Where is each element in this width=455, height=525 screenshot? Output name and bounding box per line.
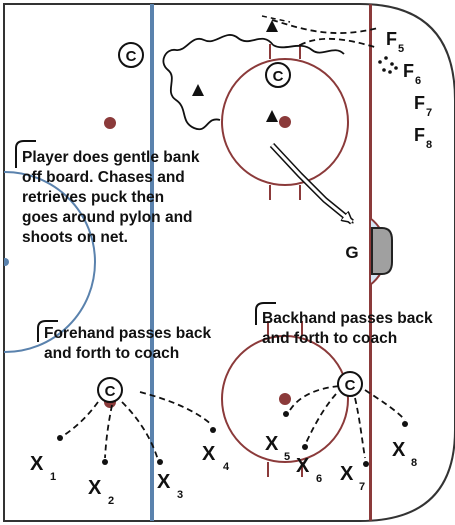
player-x6: X 6 [296, 455, 322, 485]
pylon-icon [266, 20, 278, 32]
pass-lines-bottom [59, 385, 406, 461]
svg-text:F: F [386, 29, 397, 49]
player-x8: X 8 [392, 439, 417, 469]
svg-text:C: C [105, 383, 116, 400]
svg-text:8: 8 [411, 457, 417, 469]
svg-text:C: C [126, 48, 137, 65]
coach-icon: C [265, 62, 291, 88]
svg-text:X: X [296, 455, 310, 477]
forward-f6: F 6 [403, 61, 421, 87]
svg-text:X: X [202, 443, 216, 465]
svg-text:F: F [403, 61, 414, 81]
faceoff-circle-bottom [221, 335, 349, 463]
svg-text:2: 2 [108, 495, 114, 507]
player-x3: X 3 [157, 471, 183, 501]
skating-path-2 [272, 44, 345, 55]
svg-text:X: X [265, 433, 279, 455]
coach-icon: C [118, 42, 144, 68]
svg-text:6: 6 [316, 473, 322, 485]
forward-f8: F 8 [414, 125, 432, 151]
faceoff-circle-top [221, 58, 349, 186]
player-drill-note: Player does gentle bank off board. Chase… [22, 149, 200, 246]
forward-f5: F 5 [386, 29, 404, 55]
svg-text:F: F [414, 125, 425, 145]
pylon-dash [261, 15, 291, 23]
pylon-icon [266, 110, 278, 122]
forward-f7: F 7 [414, 93, 432, 119]
svg-text:F: F [414, 93, 425, 113]
svg-text:X: X [30, 453, 44, 475]
svg-text:X: X [340, 463, 354, 485]
goal-net [371, 227, 393, 275]
note-bracket [255, 302, 276, 325]
blue-line [150, 4, 154, 521]
center-dot [4, 258, 9, 266]
pylon-icon [192, 84, 204, 96]
backhand-note: Backhand passes back and forth to coach [262, 310, 433, 347]
svg-text:C: C [345, 377, 356, 394]
skating-path [162, 34, 274, 131]
coach-icon: C [97, 377, 123, 403]
center-circle [4, 171, 96, 353]
dashed-line-f5 [299, 37, 379, 49]
dashed-line-top [271, 19, 379, 34]
player-x4: X 4 [202, 443, 230, 473]
svg-text:C: C [273, 68, 284, 85]
player-x2: X 2 [88, 477, 114, 507]
faceoff-dot-bottom [279, 393, 291, 405]
svg-text:X: X [392, 439, 406, 461]
svg-text:1: 1 [50, 471, 56, 483]
puck-dots-bottom [57, 411, 408, 467]
svg-text:3: 3 [177, 489, 183, 501]
svg-text:8: 8 [426, 139, 432, 151]
forehand-note: Forehand passes back and forth to coach [44, 325, 212, 362]
svg-text:6: 6 [415, 75, 421, 87]
svg-text:X: X [88, 477, 102, 499]
player-x7: X 7 [340, 463, 365, 493]
svg-text:7: 7 [426, 107, 432, 119]
svg-text:5: 5 [398, 43, 404, 55]
neutral-dot-top [104, 117, 116, 129]
hash-marks-bottom [267, 321, 303, 477]
svg-text:X: X [157, 471, 171, 493]
faceoff-dot-top [279, 116, 291, 128]
player-x1: X 1 [30, 453, 56, 483]
svg-text:7: 7 [359, 481, 365, 493]
puck-dots [378, 56, 398, 74]
note-bracket [37, 320, 58, 342]
svg-text:5: 5 [284, 451, 290, 463]
goalie-label: G [345, 243, 358, 262]
svg-text:4: 4 [223, 461, 230, 473]
note-bracket [15, 140, 36, 168]
coach-icon: C [337, 371, 363, 397]
player-x5: X 5 [265, 433, 290, 463]
